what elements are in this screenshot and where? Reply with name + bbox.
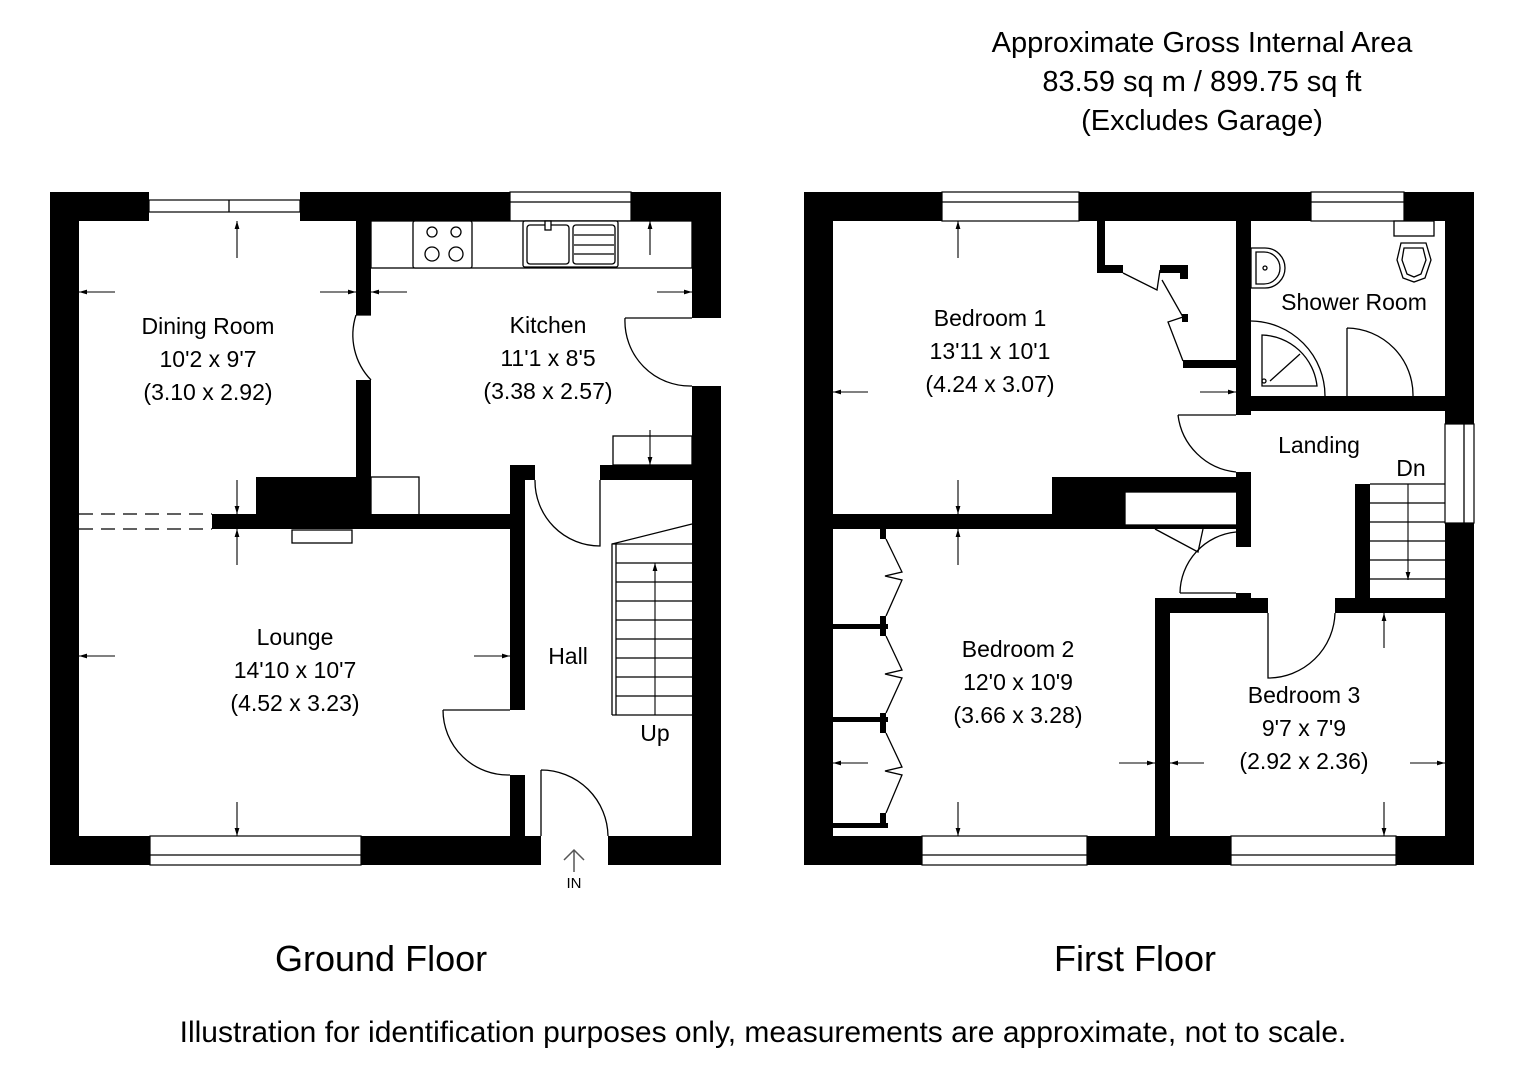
dining-room-metric: (3.10 x 2.92) <box>143 379 272 405</box>
svg-text:Dn: Dn <box>1396 455 1425 481</box>
window <box>1230 835 1397 866</box>
ground-floor-label: Ground Floor <box>275 938 488 979</box>
svg-text:Shower Room: Shower Room <box>1281 289 1427 315</box>
door-bedroom2 <box>1179 531 1237 594</box>
staircase-down <box>1370 483 1445 580</box>
svg-text:13'11 x 10'1: 13'11 x 10'1 <box>930 338 1051 364</box>
svg-text:9'7 x 7'9: 9'7 x 7'9 <box>1262 715 1346 741</box>
svg-text:Landing: Landing <box>1278 432 1360 458</box>
door-lounge <box>442 709 511 776</box>
bedroom2-imperial: 12'0 x 10'9 <box>963 669 1073 695</box>
first-floor-label: First Floor <box>1054 938 1216 979</box>
toilet-icon <box>1393 220 1435 283</box>
svg-text:Kitchen: Kitchen <box>510 312 587 338</box>
disclaimer: Illustration for identification purposes… <box>179 1016 1347 1049</box>
hob-icon <box>412 220 473 269</box>
svg-text:Lounge: Lounge <box>257 624 334 650</box>
door-bedroom3 <box>1267 612 1336 679</box>
bedroom2-metric: (3.66 x 3.28) <box>953 702 1082 728</box>
entrance-arrow-icon <box>563 848 585 872</box>
svg-text:(4.52 x 3.23): (4.52 x 3.23) <box>230 690 359 716</box>
svg-text:Hall: Hall <box>548 643 588 669</box>
sink-icon <box>522 220 619 268</box>
svg-text:12'0 x 10'9: 12'0 x 10'9 <box>963 669 1073 695</box>
lounge-metric: (4.52 x 3.23) <box>230 690 359 716</box>
entrance-label: IN <box>567 875 582 892</box>
door-kitchen-hall <box>534 479 601 547</box>
area-summary: Approximate Gross Internal Area 83.59 sq… <box>900 24 1504 141</box>
kitchen-metric: (3.38 x 2.57) <box>483 378 612 404</box>
door-front <box>540 769 609 837</box>
svg-text:Bedroom 3: Bedroom 3 <box>1248 682 1361 708</box>
svg-text:Up: Up <box>640 720 669 746</box>
svg-text:Bedroom 1: Bedroom 1 <box>934 305 1047 331</box>
svg-text:(3.10 x 2.92): (3.10 x 2.92) <box>143 379 272 405</box>
svg-text:14'10 x 10'7: 14'10 x 10'7 <box>234 657 357 683</box>
bedroom1-imperial: 13'11 x 10'1 <box>930 338 1051 364</box>
door-bedroom1 <box>1177 414 1237 473</box>
window <box>1310 191 1405 222</box>
staircase-up <box>611 523 693 716</box>
svg-text:(3.66 x 3.28): (3.66 x 3.28) <box>953 702 1082 728</box>
dining-room-imperial: 10'2 x 9'7 <box>159 346 256 372</box>
door-dining <box>352 314 372 381</box>
svg-text:Dining Room: Dining Room <box>142 313 275 339</box>
door-shower <box>1346 327 1414 397</box>
area-title: Approximate Gross Internal Area <box>991 27 1413 59</box>
hall-name: Hall <box>548 643 588 669</box>
svg-text:Bedroom 2: Bedroom 2 <box>962 636 1075 662</box>
basin-icon <box>1250 247 1286 289</box>
window <box>921 835 1088 866</box>
bedroom3-metric: (2.92 x 2.36) <box>1239 748 1368 774</box>
svg-text:10'2 x 9'7: 10'2 x 9'7 <box>159 346 256 372</box>
kitchen-imperial: 11'1 x 8'5 <box>500 345 595 371</box>
lounge-imperial: 14'10 x 10'7 <box>234 657 357 683</box>
svg-text:11'1 x 8'5: 11'1 x 8'5 <box>500 345 595 371</box>
bedroom3-imperial: 9'7 x 7'9 <box>1262 715 1346 741</box>
bedroom3-name: Bedroom 3 <box>1248 682 1361 708</box>
kitchen-name: Kitchen <box>510 312 587 338</box>
shower-room-name: Shower Room <box>1281 289 1427 315</box>
stairs-up-label: Up <box>640 720 669 746</box>
first-floor-plan: Bedroom 1 13'11 x 10'1 (4.24 x 3.07) Sho… <box>804 191 1475 866</box>
window <box>941 191 1080 222</box>
svg-text:(2.92 x 2.36): (2.92 x 2.36) <box>1239 748 1368 774</box>
svg-text:(4.24 x 3.07): (4.24 x 3.07) <box>925 371 1054 397</box>
area-value: 83.59 sq m / 899.75 sq ft <box>1042 66 1362 98</box>
svg-text:(3.38 x 2.57): (3.38 x 2.57) <box>483 378 612 404</box>
stairs-down-label: Dn <box>1396 455 1425 481</box>
door-kitchen-back <box>624 317 693 387</box>
window <box>1444 423 1475 524</box>
window <box>149 835 362 866</box>
area-note: (Excludes Garage) <box>1081 105 1323 137</box>
svg-text:IN: IN <box>567 875 582 892</box>
shower-tray-icon <box>1250 320 1326 397</box>
lounge-name: Lounge <box>257 624 334 650</box>
dining-room-name: Dining Room <box>142 313 275 339</box>
bedroom1-metric: (4.24 x 3.07) <box>925 371 1054 397</box>
bedroom2-name: Bedroom 2 <box>962 636 1075 662</box>
ground-floor-plan: Dining Room 10'2 x 9'7 (3.10 x 2.92) Kit… <box>50 191 721 892</box>
window <box>509 191 632 222</box>
bedroom1-name: Bedroom 1 <box>934 305 1047 331</box>
landing-name: Landing <box>1278 432 1360 458</box>
window <box>148 199 301 213</box>
